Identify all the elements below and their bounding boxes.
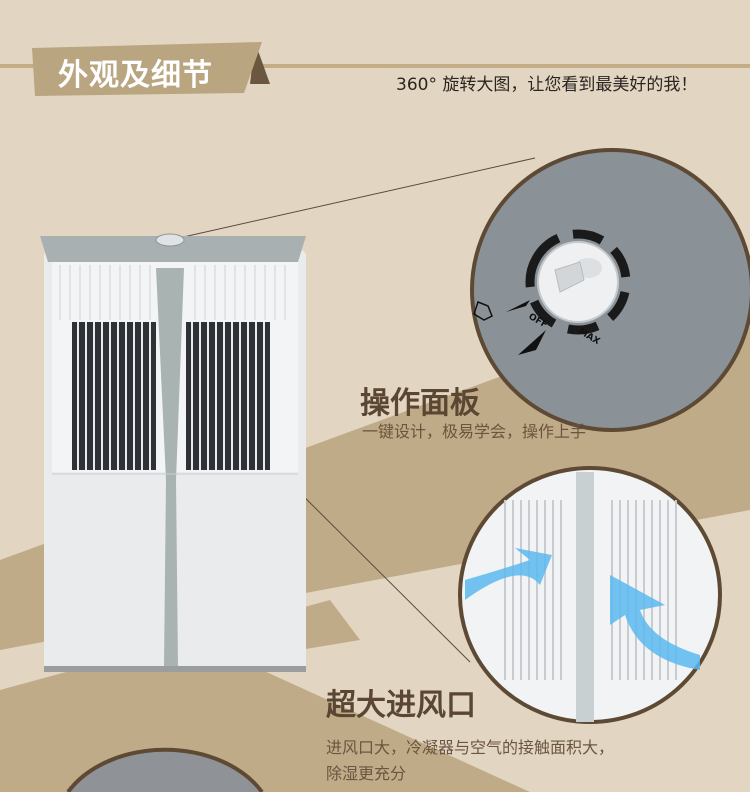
detail-closeup-partial: [66, 747, 264, 792]
air-inlet-closeup: [458, 466, 722, 724]
background-band: [0, 600, 530, 792]
level-indicator-marks: [525, 229, 631, 335]
section-subtitle: 360° 旋转大图，让您看到最美好的我！: [396, 75, 698, 95]
airflow-arrow-icon: [610, 575, 700, 670]
section-title: 外观及细节: [58, 58, 213, 93]
control-panel-closeup: OFF MAX: [470, 148, 750, 432]
feature-title-air-inlet: 超大进风口: [326, 688, 476, 723]
section-ribbon: [32, 42, 262, 96]
feature-title-control-panel: 操作面板: [360, 386, 480, 421]
dehumidifier-product-image: [40, 233, 306, 672]
airflow-arrow-icon: [465, 548, 552, 600]
leader-line: [169, 157, 536, 241]
water-tank-icon: [473, 301, 493, 321]
feature-desc-air-inlet-line2: 除湿更充分: [326, 764, 407, 783]
feature-desc-control-panel: 一键设计，极易学会，操作上手: [362, 422, 587, 441]
header-divider: [0, 64, 750, 68]
feature-desc-air-inlet-line1: 进风口大，冷凝器与空气的接触面积大，: [326, 738, 615, 757]
